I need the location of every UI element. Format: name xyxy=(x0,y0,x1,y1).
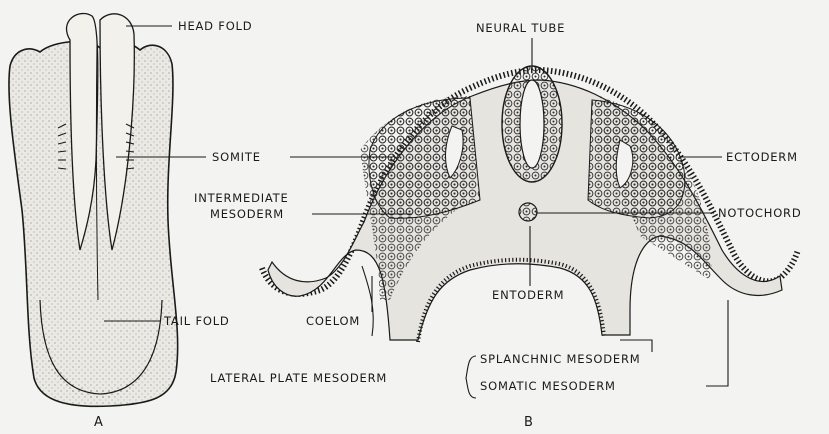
leader-splanchnic-mesoderm xyxy=(620,340,652,352)
label-notochord: NOTOCHORD xyxy=(718,207,802,220)
panel-label-b: B xyxy=(524,416,533,429)
panel-label-a: A xyxy=(94,416,103,429)
somite-right xyxy=(588,100,685,218)
label-tail-fold: TAIL FOLD xyxy=(164,315,230,328)
label-entoderm: ENTODERM xyxy=(492,289,564,302)
label-intermediate-mesoderm-line1: INTERMEDIATE xyxy=(194,192,289,205)
label-somite: SOMITE xyxy=(212,151,261,164)
embryo-dorsal-view xyxy=(9,13,178,406)
label-neural-tube: NEURAL TUBE xyxy=(476,22,565,35)
label-splanchnic-mesoderm: SPLANCHNIC MESODERM xyxy=(480,353,641,366)
brace-lateral-plate xyxy=(466,356,476,398)
leader-somatic-mesoderm xyxy=(706,300,728,386)
label-head-fold: HEAD FOLD xyxy=(178,20,252,33)
label-somatic-mesoderm: SOMATIC MESODERM xyxy=(480,380,616,393)
label-lateral-plate-mesoderm: LATERAL PLATE MESODERM xyxy=(210,372,387,385)
notochord-shape xyxy=(519,203,537,221)
label-intermediate-mesoderm-line2: MESODERM xyxy=(210,208,284,221)
label-coelom: COELOM xyxy=(306,315,360,328)
label-ectoderm: ECTODERM xyxy=(726,151,798,164)
neural-canal xyxy=(520,80,544,168)
somite-left xyxy=(369,98,480,218)
